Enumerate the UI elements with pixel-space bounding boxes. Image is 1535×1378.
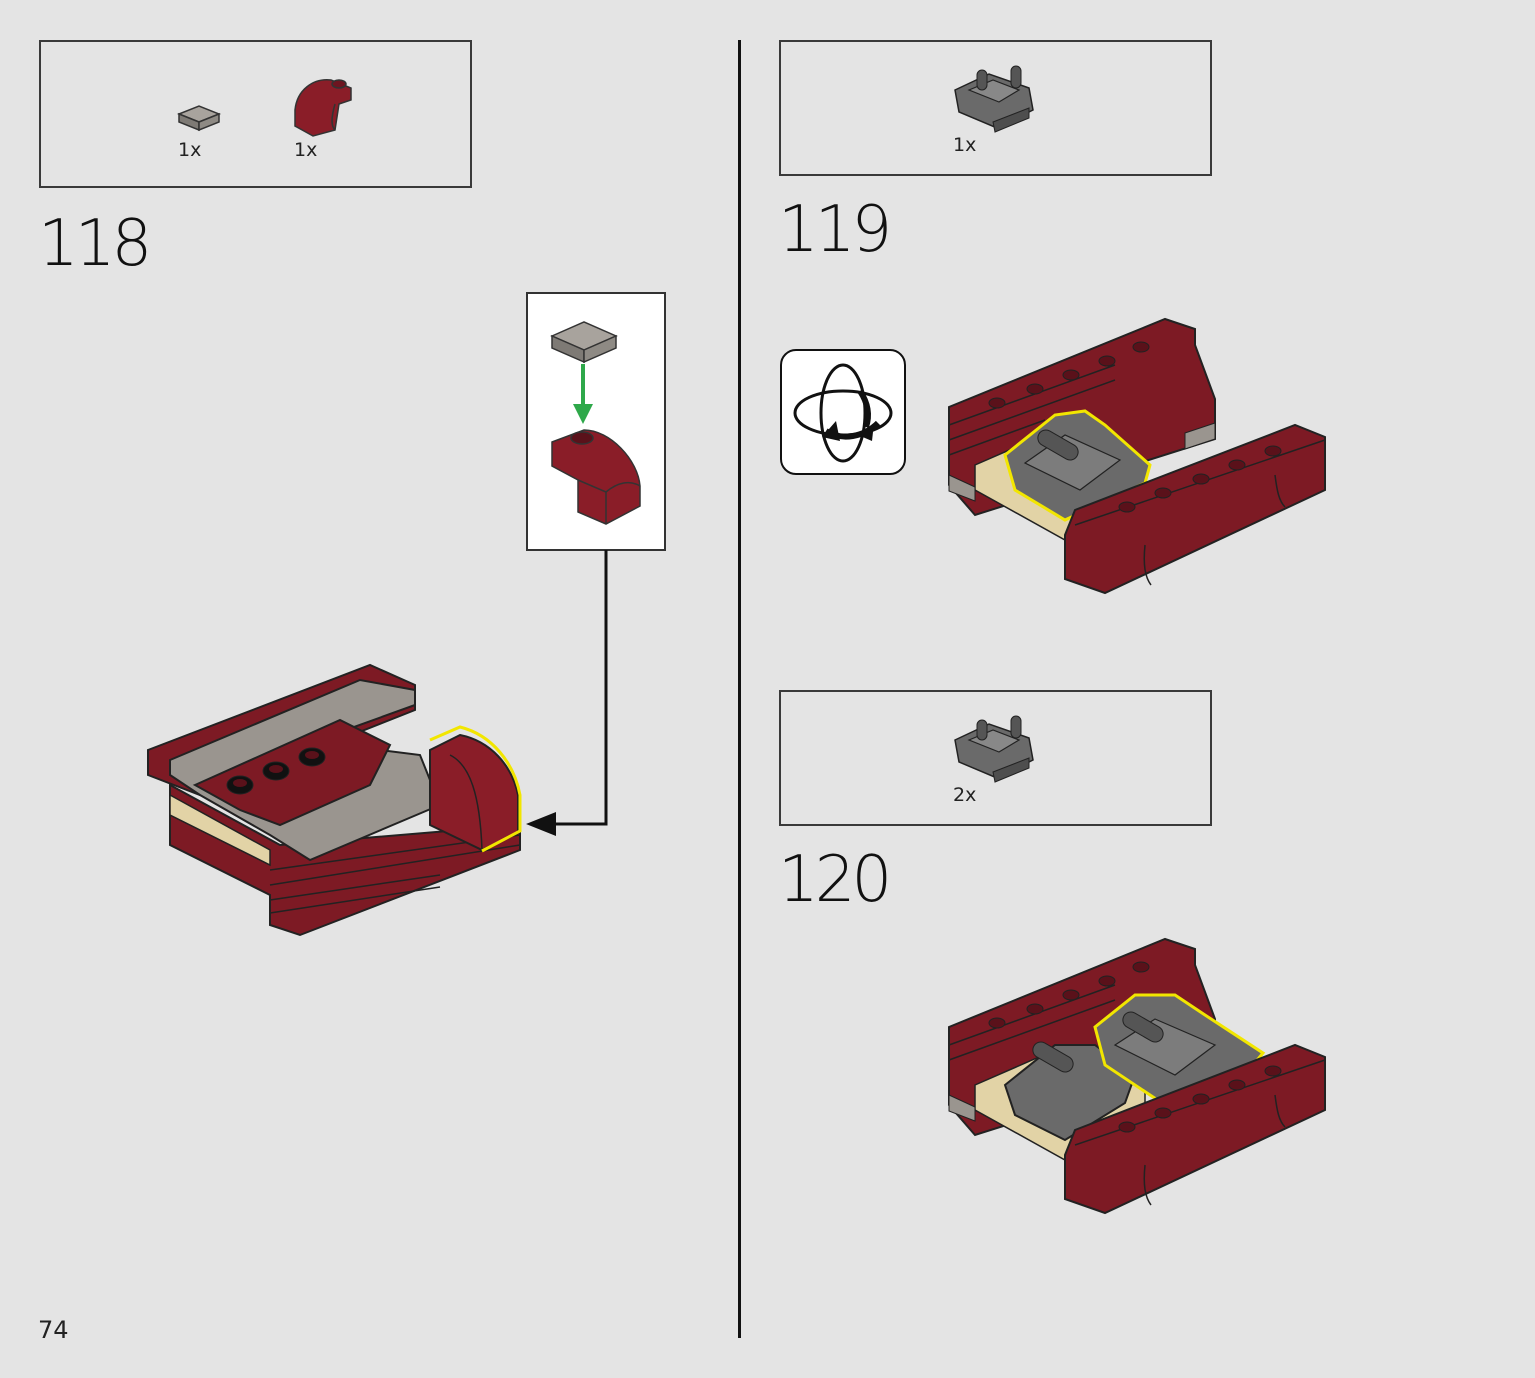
model-step-120 [948,937,1326,1215]
step-number-120: 120 [778,843,892,917]
model-step-118 [147,663,522,937]
step-number-118: 118 [38,207,152,281]
rotate-model-indicator [780,349,906,475]
flat-tile-1x1-grey-icon [176,105,222,132]
parts-list-120: 2x [779,690,1212,826]
parts-list-118: 1x 1x [39,40,472,188]
hinge-plate-dark-grey-icon [954,715,1034,783]
part-qty: 1x [953,134,977,156]
step-number-119: 119 [778,193,892,267]
part-qty: 1x [294,139,318,161]
arrow-down-icon [573,364,593,424]
column-divider [738,40,741,1338]
callout-connector-arrow [526,550,608,836]
parts-list-119: 1x [779,40,1212,176]
curved-slope-dark-red-icon [294,79,352,137]
rotate-icon [793,363,893,463]
hinge-plate-dark-grey-icon [954,65,1034,133]
model-step-119 [948,317,1326,595]
flat-tile-1x1-grey-icon [550,321,618,364]
part-qty: 2x [953,784,977,806]
page-number: 74 [38,1316,69,1344]
curved-slope-dark-red-icon [551,429,641,525]
sub-assembly-callout [526,292,666,551]
part-qty: 1x [178,139,202,161]
